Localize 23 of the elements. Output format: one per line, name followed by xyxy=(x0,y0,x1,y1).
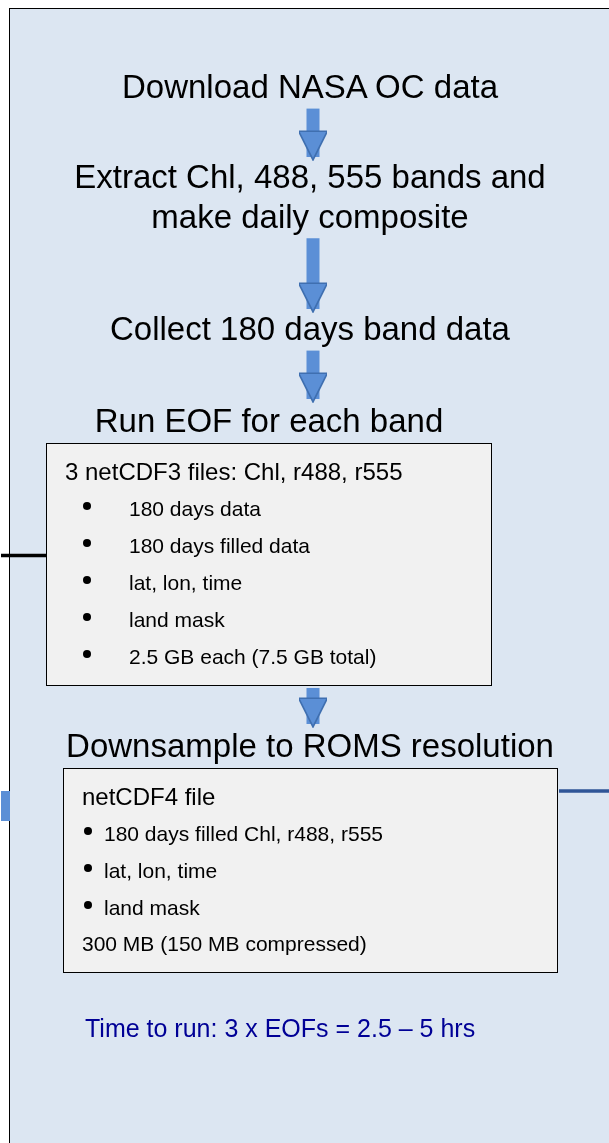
connector-line xyxy=(1,553,47,558)
block-arrow xyxy=(297,108,329,161)
box-title: 3 netCDF3 files: Chl, r488, r555 xyxy=(65,457,404,487)
bullet-item: 180 days filled Chl, r488, r555 xyxy=(82,815,539,852)
block-arrow xyxy=(297,350,329,403)
block-arrow xyxy=(297,238,329,313)
connector-line xyxy=(559,789,609,793)
bullet-item: land mask xyxy=(82,889,539,926)
bullet-item: 180 days filled data xyxy=(65,527,473,564)
bullet-item: 2.5 GB each (7.5 GB total) xyxy=(65,638,473,675)
step-text: Extract Chl, 488, 555 bands and make daily composite xyxy=(73,157,547,237)
run-time-note: Time to run: 3 x EOFs = 2.5 – 5 hrs xyxy=(85,1014,476,1043)
step-heading: Downsample to ROMS resolution xyxy=(65,726,555,766)
box-title: netCDF4 file xyxy=(82,782,217,812)
step-heading: Run EOF for each band xyxy=(93,401,445,441)
bullet-item: lat, lon, time xyxy=(82,852,539,889)
step-text: Download NASA OC data xyxy=(121,67,498,107)
bullet-item: lat, lon, time xyxy=(65,564,473,601)
step-text: Collect 180 days band data xyxy=(110,309,510,349)
block-arrow xyxy=(297,688,329,728)
bullet-item: land mask xyxy=(65,601,473,638)
bullet-item: 180 days data xyxy=(65,490,473,527)
file-size-note: 300 MB (150 MB compressed) xyxy=(82,931,368,957)
